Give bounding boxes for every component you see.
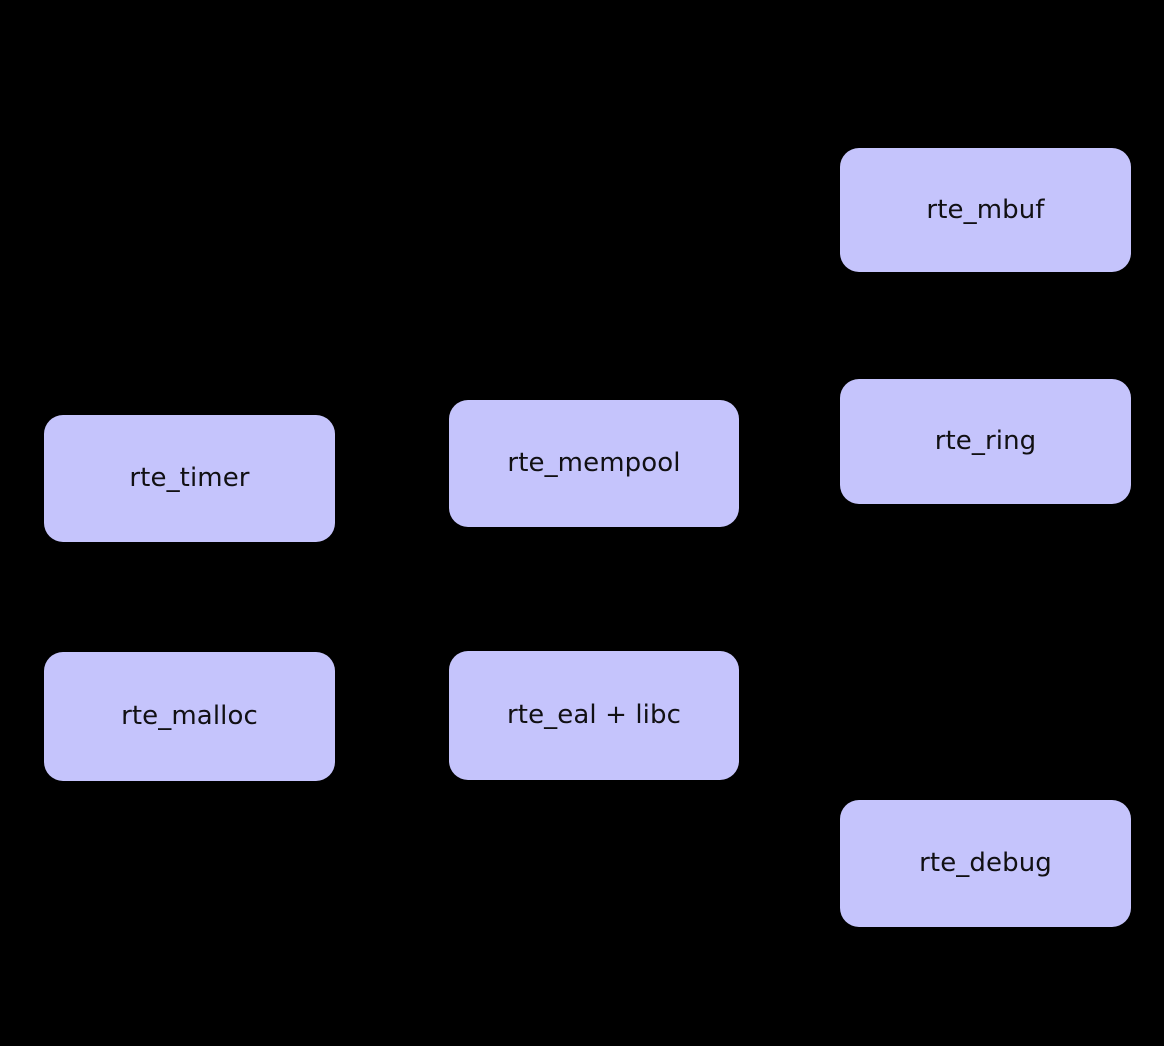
edge-eal-to-timer xyxy=(189,542,488,651)
node-label-rte-malloc: rte_malloc xyxy=(121,701,258,732)
node-rte-mempool[interactable]: rte_mempool xyxy=(449,400,739,527)
node-label-rte-ring: rte_ring xyxy=(934,426,1037,457)
node-rte-debug[interactable]: rte_debug xyxy=(840,800,1131,927)
node-label-rte-debug: rte_debug xyxy=(919,848,1052,879)
node-rte-mbuf[interactable]: rte_mbuf xyxy=(840,148,1131,272)
node-rte-ring[interactable]: rte_ring xyxy=(840,379,1131,504)
node-rte-malloc[interactable]: rte_malloc xyxy=(44,652,335,781)
node-rte-eal[interactable]: rte_eal + libc xyxy=(449,651,739,780)
edge-eal-to-debug xyxy=(735,771,840,864)
node-rte-timer[interactable]: rte_timer xyxy=(44,415,335,542)
node-label-rte-timer: rte_timer xyxy=(129,463,250,494)
node-label-rte-eal: rte_eal + libc xyxy=(507,700,681,731)
node-label-rte-mempool: rte_mempool xyxy=(507,448,681,479)
node-label-rte-mbuf: rte_mbuf xyxy=(926,194,1045,225)
